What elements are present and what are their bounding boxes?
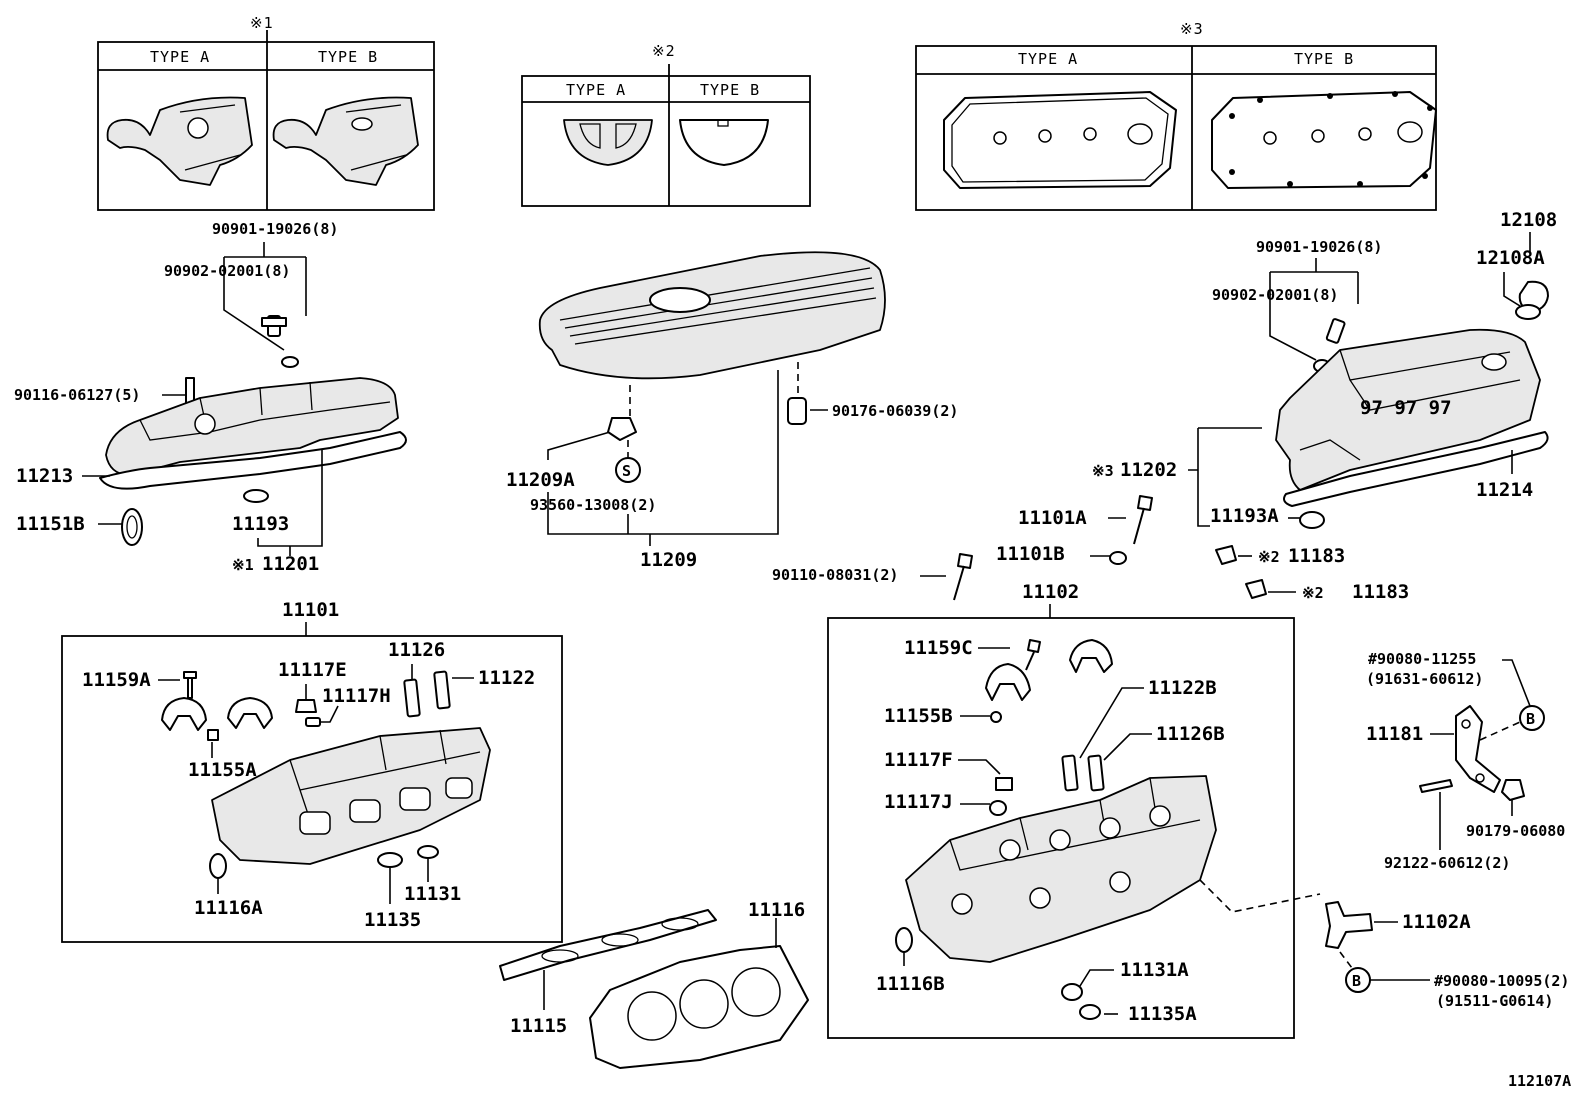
label-90080-10095: #90080-10095(2) [1434,972,1569,990]
label-11183-mark-2: ※2 [1302,584,1324,602]
label-11201: 11201 [262,553,319,575]
label-11117f: 11117F [884,749,953,771]
label-11126: 11126 [388,639,445,661]
label-11131: 11131 [404,883,461,905]
note-2-type-a: TYPE A [566,81,626,99]
label-92122-60612: 92122-60612(2) [1384,854,1510,872]
label-11213: 11213 [16,465,73,487]
note-1-type-a: TYPE A [150,48,210,66]
note-1-mark: ※1 [250,14,274,32]
figure-id: 112107A [1508,1072,1571,1090]
label-11202-mark: ※3 [1092,462,1114,480]
right-cylinder-head-group: 11102 11159C 11155B 11122B 11126B 11117F… [827,581,1321,1039]
label-11116: 11116 [748,899,805,921]
label-93560-13008: 93560-13008(2) [530,496,656,514]
gasket-group: 11115 11116 [499,899,809,1069]
label-11126b: 11126B [1156,723,1225,745]
marker-b-1: B [1526,710,1535,728]
label-12108: 12108 [1500,209,1557,231]
label-11183-2: 11183 [1352,581,1409,603]
inset-note-3: ※3 TYPE A TYPE B [915,20,1437,211]
note-3-mark: ※3 [1180,20,1204,38]
label-11116b: 11116B [876,973,945,995]
label-11102a: 11102A [1402,911,1471,933]
label-11209a: 11209A [506,469,575,491]
bracket-sensor-group: #90080-11255 (91631-60612) B 11181 90179… [1325,650,1569,1010]
marker-b-2: B [1352,972,1361,990]
label-11202: 11202 [1120,459,1177,481]
label-11155b: 11155B [884,705,953,727]
label-11122: 11122 [478,667,535,689]
label-11122b: 11122B [1148,677,1217,699]
label-90901-19026-right: 90901-19026(8) [1256,238,1382,256]
label-11102: 11102 [1022,581,1079,603]
label-11159c: 11159C [904,637,973,659]
label-11101a: 11101A [1018,507,1087,529]
label-90902-02001-left: 90902-02001(8) [164,262,290,280]
label-11193a: 11193A [1210,505,1279,527]
label-91511-g0614: (91511-G0614) [1436,992,1553,1010]
label-11101: 11101 [282,599,339,621]
label-11183-1: 11183 [1288,545,1345,567]
label-12108a: 12108A [1476,247,1545,269]
inset-note-1: ※1 TYPE A TYPE B [97,14,435,211]
label-11101b: 11101B [996,543,1065,565]
label-11117j: 11117J [884,791,953,813]
note-3-type-b: TYPE B [1294,50,1354,68]
marker-s: S [622,462,631,480]
label-11214: 11214 [1476,479,1533,501]
cover-emblem-text: 97 97 97 [1360,397,1452,419]
note-2-mark: ※2 [652,42,676,60]
label-11115: 11115 [510,1015,567,1037]
label-90110-08031: 90110-08031(2) [772,566,898,584]
label-11159a: 11159A [82,669,151,691]
inset-note-2: ※2 TYPE A TYPE B [521,42,811,207]
label-11209: 11209 [640,549,697,571]
label-11116a: 11116A [194,897,263,919]
left-cylinder-head-group: 11101 11159A 11155A 11117E 11117H 11126 … [61,599,563,943]
label-11117h: 11117H [322,685,391,707]
engine-cover-group: 11209A S 93560-13008(2) 11209 90176-0603… [506,251,958,571]
label-11181: 11181 [1366,723,1423,745]
label-91631-60612: (91631-60612) [1366,670,1483,688]
label-11131a: 11131A [1120,959,1189,981]
label-11201-mark: ※1 [232,556,254,574]
right-head-cover-group: 90901-19026(8) 90902-02001(8) 12108 1210… [772,209,1557,603]
label-90179-06080: 90179-06080 [1466,822,1565,840]
note-1-type-b: TYPE B [318,48,378,66]
label-90176-06039: 90176-06039(2) [832,402,958,420]
label-11117e: 11117E [278,659,347,681]
note-3-type-a: TYPE A [1018,50,1078,68]
note-2-type-b: TYPE B [700,81,760,99]
label-11193: 11193 [232,513,289,535]
label-11155a: 11155A [188,759,257,781]
label-90116-06127: 90116-06127(5) [14,386,140,404]
label-90080-11255: #90080-11255 [1368,650,1476,668]
label-11183-mark-1: ※2 [1258,548,1280,566]
label-11135: 11135 [364,909,421,931]
left-head-cover-group: 90901-19026(8) 90902-02001(8) 90116-0612… [14,220,407,575]
label-90901-19026-left: 90901-19026(8) [212,220,338,238]
label-11135a: 11135A [1128,1003,1197,1025]
label-11151b: 11151B [16,513,85,535]
label-90902-02001-right: 90902-02001(8) [1212,286,1338,304]
